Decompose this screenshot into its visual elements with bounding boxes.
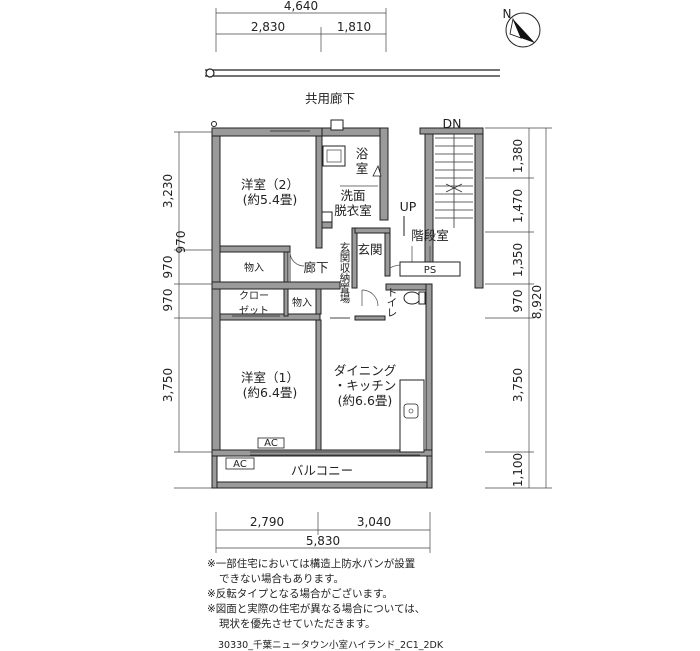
washroom-label: 洗面脱衣室 xyxy=(334,188,372,218)
note-line: できない場合もあります。 xyxy=(219,573,344,585)
ps-box xyxy=(399,261,461,277)
stair-hall-label: 階段室 xyxy=(411,228,449,243)
dim-bottom-right: 3,040 xyxy=(357,515,391,529)
dim-right-2: 1,470 xyxy=(511,189,525,223)
entrance-storage-label: 玄関収納置場 xyxy=(340,241,351,305)
window-lines xyxy=(232,130,420,456)
left-dimension-group xyxy=(174,131,212,489)
western-room-2-label: 洋室（2）(約5.4畳) xyxy=(241,177,299,207)
toilet-label: トイレ xyxy=(387,287,398,319)
dining-kitchen-label: ダイニング・キッチン(約6.6畳) xyxy=(334,363,397,408)
walls xyxy=(211,127,484,489)
storage-1-label: 物入 xyxy=(244,261,264,274)
ac-label-1: AC xyxy=(264,438,278,449)
common-corridor-label: 共用廊下 xyxy=(305,91,355,106)
toilet-icon xyxy=(403,291,426,305)
ac-unit-2 xyxy=(225,457,255,470)
entrance-label: 玄関 xyxy=(357,242,382,257)
note-line: 現状を優先させていただきます。 xyxy=(219,618,376,630)
north-arrow-icon: N xyxy=(503,7,541,48)
balcony-label: バルコニー xyxy=(291,463,353,478)
right-dimension-group xyxy=(485,127,552,489)
washbasin-icon xyxy=(321,185,378,223)
sink-icon xyxy=(403,403,419,419)
dim-right-total: 8,920 xyxy=(530,285,544,319)
storage-2-label: 物入 xyxy=(292,296,312,309)
note-line: ※図面と実際の住宅が異なる場合については、 xyxy=(207,603,426,615)
dim-bottom-left: 2,790 xyxy=(250,515,284,529)
stair-up-label: UP xyxy=(400,199,417,214)
bath-label: 浴室 xyxy=(356,146,369,176)
dim-top-right: 1,810 xyxy=(337,20,371,34)
note-line: ※反転タイプとなる場合がございます。 xyxy=(207,588,393,600)
dim-bottom-total: 5,830 xyxy=(306,534,340,548)
dim-top-total: 4,640 xyxy=(284,0,318,13)
dim-right-3: 1,350 xyxy=(511,243,525,277)
dim-right-5: 3,750 xyxy=(511,368,525,402)
bathtub-icon xyxy=(322,145,382,177)
dim-left-2: 970 xyxy=(161,256,175,279)
note-line: ※一部住宅においては構造上防水パンが設置 xyxy=(207,558,416,570)
svg-text:N: N xyxy=(503,7,512,21)
column-notch xyxy=(211,119,344,131)
staircase xyxy=(435,134,473,228)
dim-top-left: 2,830 xyxy=(251,20,285,34)
kitchen-counter xyxy=(399,379,425,453)
dim-left-1: 3,230 xyxy=(161,174,175,208)
stair-down-label: DN xyxy=(443,116,462,131)
dim-right-6: 1,100 xyxy=(511,453,525,487)
dim-right-4: 970 xyxy=(511,290,525,313)
footer-caption: 30330_千葉ニュータウン小室ハイランド_2C1_2DK xyxy=(218,640,444,651)
dim-left-3: 970 xyxy=(161,289,175,312)
notes-block: ※一部住宅においては構造上防水パンが設置 できない場合もあります。 ※反転タイプ… xyxy=(207,557,425,632)
ac-unit-1 xyxy=(257,437,285,449)
dim-right-1: 1,380 xyxy=(511,139,525,173)
top-dimension-group: 4,640 2,830 1,810 xyxy=(215,0,387,52)
stair-break-mark xyxy=(445,183,463,193)
closet-label: クローゼット xyxy=(239,290,269,317)
ac-label-2: AC xyxy=(233,459,247,470)
western-room-1-label: 洋室（1）(約6.4畳) xyxy=(241,370,299,400)
dim-left-5: 3,750 xyxy=(161,368,175,402)
hallway-label: 廊下 xyxy=(303,260,328,275)
dim-left-4: 970 xyxy=(174,231,188,254)
bottom-dimension-group: 2,790 3,040 5,830 xyxy=(215,512,431,553)
common-corridor-rail xyxy=(205,68,500,78)
ps-label: PS xyxy=(424,265,436,276)
